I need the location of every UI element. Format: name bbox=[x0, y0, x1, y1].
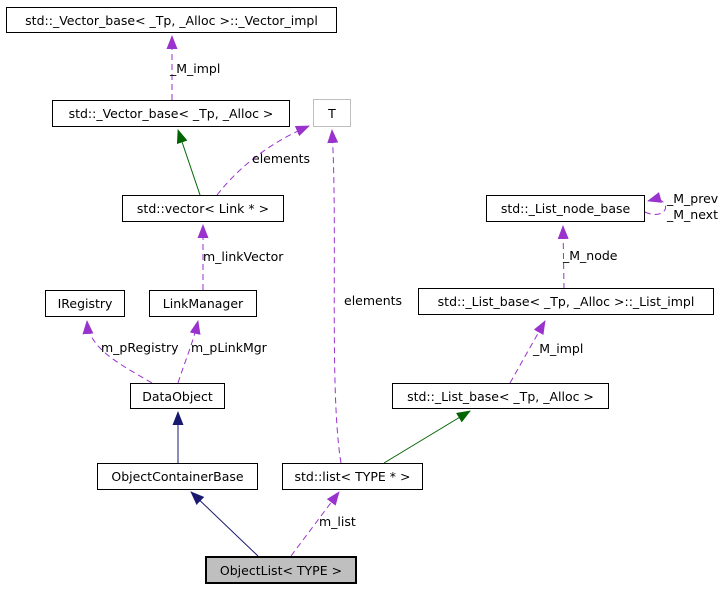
edge-objectlist-inherits-container bbox=[190, 491, 259, 557]
node-list-impl[interactable]: std::_List_base< _Tp, _Alloc >::_List_im… bbox=[418, 288, 714, 315]
edge-m-list bbox=[290, 491, 340, 557]
edge-label-m-prev: _M_prev bbox=[667, 191, 719, 206]
node-vector-base[interactable]: std::_Vector_base< _Tp, _Alloc > bbox=[52, 100, 290, 127]
edge-label-m-link-vector: m_linkVector bbox=[203, 249, 284, 264]
node-vector-impl[interactable]: std::_Vector_base< _Tp, _Alloc >::_Vecto… bbox=[6, 7, 337, 33]
edge-label-elements-top: elements bbox=[252, 151, 311, 166]
edge-label-m-impl-vector: _M_impl bbox=[170, 61, 221, 76]
edge-label-m-next: _M_next bbox=[667, 207, 718, 222]
edge-label-m-p-link-mgr: m_pLinkMgr bbox=[191, 340, 267, 355]
edge-list-inherits-list-base bbox=[383, 410, 471, 464]
edge-m-p-registry bbox=[82, 320, 153, 384]
node-std-vector-link[interactable]: std::vector< Link * > bbox=[122, 195, 284, 222]
node-dataobject[interactable]: DataObject bbox=[130, 383, 225, 409]
edge-elements-vector-to-t bbox=[216, 125, 310, 196]
edge-m-node bbox=[557, 225, 569, 290]
edge-self-loop-m-prev-m-next bbox=[644, 192, 667, 216]
edge-vector-inherits-vector-base bbox=[176, 129, 201, 196]
node-template-param-t: T bbox=[313, 99, 351, 127]
node-list-base[interactable]: std::_List_base< _Tp, _Alloc > bbox=[392, 383, 609, 409]
node-linkmanager[interactable]: LinkManager bbox=[149, 290, 257, 317]
node-std-list-type[interactable]: std::list< TYPE * > bbox=[282, 463, 423, 490]
node-object-container-base[interactable]: ObjectContainerBase bbox=[97, 463, 258, 490]
edge-elements-list-to-t bbox=[327, 129, 342, 464]
node-object-list-selected: ObjectList< TYPE > bbox=[205, 556, 357, 584]
edge-label-m-impl-list: _M_impl bbox=[533, 341, 584, 356]
edge-label-elements-mid: elements bbox=[344, 293, 403, 308]
edge-label-m-p-registry: m_pRegistry bbox=[101, 340, 179, 355]
edge-m-impl-list bbox=[509, 320, 546, 384]
node-list-node-base[interactable]: std::_List_node_base bbox=[486, 195, 645, 222]
node-iregistry[interactable]: IRegistry bbox=[45, 290, 125, 317]
edge-m-p-link-mgr bbox=[177, 320, 201, 384]
edge-label-m-list: m_list bbox=[319, 514, 356, 529]
edge-label-m-node: _M_node bbox=[563, 248, 618, 263]
